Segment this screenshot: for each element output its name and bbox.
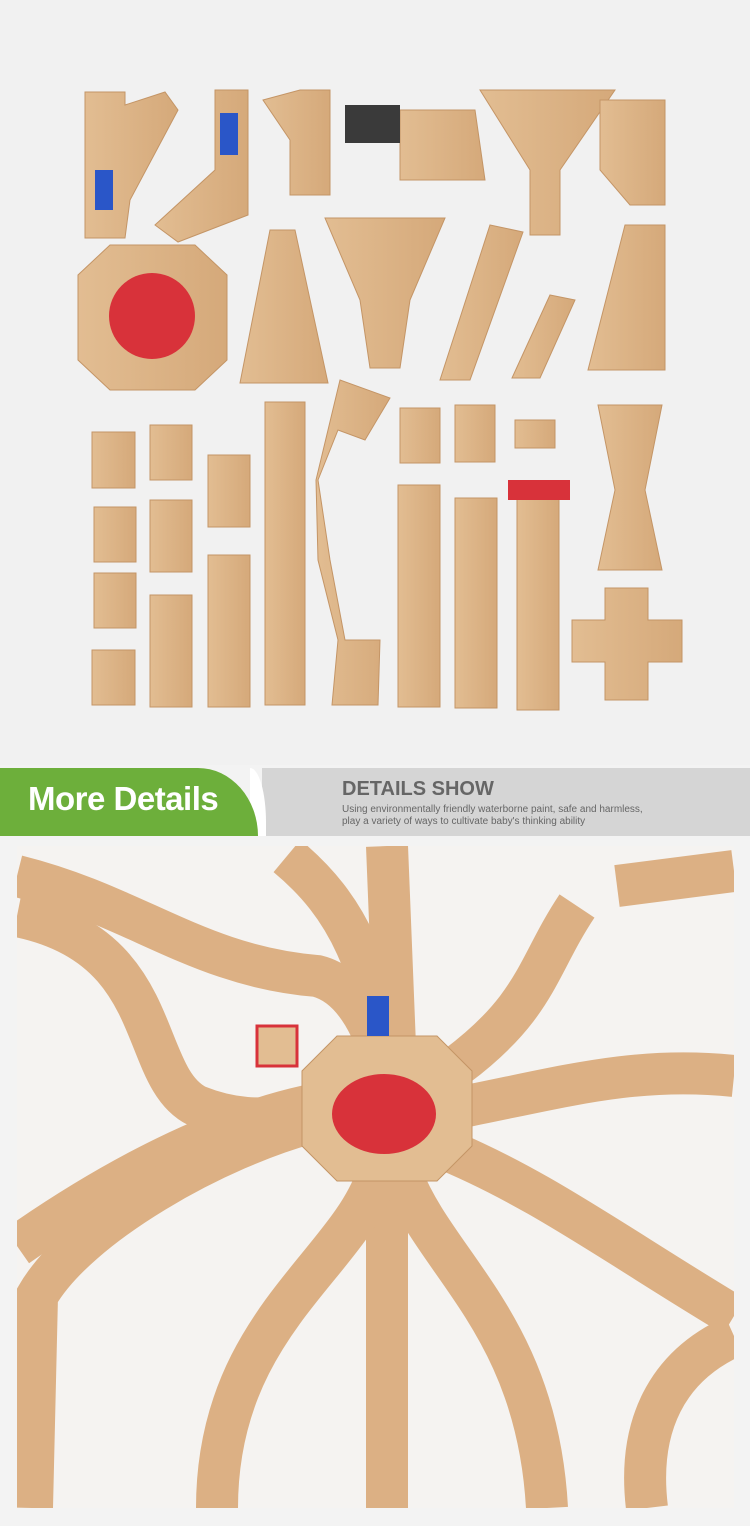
- triple-switch-piece: [479, 89, 616, 236]
- details-subtitle: Using environmentally friendly waterborn…: [342, 804, 722, 828]
- short-curve-piece: [511, 294, 576, 379]
- buffer-stop: [345, 105, 400, 143]
- flexible-track-piece: [315, 379, 391, 706]
- product-parts-photo: [77, 89, 683, 711]
- long-straight-piece: [264, 401, 306, 706]
- banner-gray-panel: [262, 768, 750, 836]
- subtitle-line: Using environmentally friendly waterborn…: [342, 804, 643, 815]
- subtitle-line: play a variety of ways to cultivate baby…: [342, 816, 586, 827]
- blue-switch-lever: [95, 170, 113, 210]
- track-arm: [462, 1052, 734, 1127]
- flexible-track-arm: [444, 894, 595, 1083]
- track-arm: [196, 1168, 397, 1508]
- track-arm: [382, 1167, 568, 1508]
- crossing-piece: [571, 587, 683, 701]
- curved-switch-piece: [262, 89, 331, 196]
- track-arm: [17, 1100, 323, 1508]
- short-straight-piece: [91, 431, 136, 489]
- track-arm: [624, 1316, 734, 1508]
- curved-switch-piece: [587, 224, 666, 371]
- curved-track-piece: [439, 224, 524, 381]
- switch-track-piece: [599, 99, 666, 206]
- blue-switch-lever: [367, 996, 389, 1036]
- details-banner: More Details DETAILS SHOW Using environm…: [0, 768, 750, 836]
- wide-y-piece: [239, 229, 329, 384]
- y-switch-piece: [399, 109, 486, 181]
- turntable-red-disc: [332, 1074, 436, 1154]
- turntable-red-disc: [109, 273, 195, 359]
- buffer-stop: [255, 1024, 299, 1068]
- assembled-track-layout: [17, 846, 734, 1508]
- blue-switch-lever: [220, 113, 238, 155]
- red-buffer: [508, 480, 570, 500]
- triple-switch-piece: [324, 217, 446, 369]
- track-arm: [429, 1126, 734, 1335]
- more-details-label: More Details: [28, 780, 219, 817]
- details-title: DETAILS SHOW: [342, 778, 494, 800]
- cross-switch-piece: [597, 404, 663, 571]
- track-arm: [614, 850, 734, 907]
- banner-green-tab: [0, 768, 258, 836]
- track-pieces-layout: [77, 89, 683, 711]
- assembled-track-photo: [17, 846, 734, 1508]
